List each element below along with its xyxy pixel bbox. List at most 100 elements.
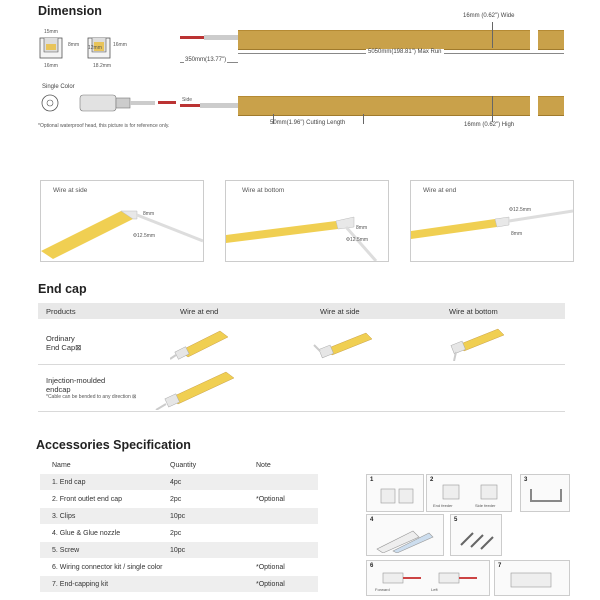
dim-12mm: 12mm bbox=[88, 45, 102, 51]
acc-row-2-qty: 2pc bbox=[170, 496, 182, 503]
panel-label: Wire at end bbox=[423, 187, 457, 194]
acc-row-4-name: 4. Glue & Glue nozzle bbox=[52, 530, 121, 537]
lead-wire-3 bbox=[180, 104, 200, 107]
wide-label: 16mm (0.62") Wide bbox=[463, 13, 515, 19]
thumb-caption: End feeder bbox=[433, 503, 453, 508]
screw-icon bbox=[460, 532, 494, 550]
thumb-caption: Side feeder bbox=[475, 503, 496, 508]
acc-row-7-note: *Optional bbox=[256, 581, 285, 588]
acc-header-name: Name bbox=[52, 462, 71, 469]
row-divider bbox=[38, 410, 565, 412]
thumb-end-cap: 1 bbox=[366, 474, 424, 512]
dim-12-5mm: Φ12.5mm bbox=[133, 233, 156, 239]
thumb-clips: 3 bbox=[520, 474, 570, 512]
thumb-end-capping-kit: 7 bbox=[494, 560, 570, 596]
acc-row-7-name: 7. End-capping kit bbox=[52, 581, 109, 588]
wire-end-drawing bbox=[411, 209, 573, 239]
connector-kit-icon bbox=[382, 572, 477, 584]
dim-16mm: 16mm bbox=[44, 63, 58, 69]
panel-label: Wire at bottom bbox=[242, 187, 285, 194]
acc-row-2-name: 2. Front outlet end cap bbox=[52, 496, 123, 503]
neon-strip-bottom-end bbox=[538, 96, 564, 116]
panel-wire-at-bottom: Wire at bottom 8mm Φ12.5mm bbox=[225, 180, 389, 262]
acc-row-3-name: 3. Clips bbox=[52, 513, 76, 520]
header-wire-end: Wire at end bbox=[180, 307, 219, 316]
ordinary-line1: Ordinary bbox=[46, 334, 75, 343]
injection-line1: Injection-moulded bbox=[46, 376, 106, 385]
acc-row-5-name: 5. Screw bbox=[52, 547, 80, 554]
header-products: Products bbox=[46, 307, 76, 316]
lead-cable bbox=[204, 35, 238, 40]
acc-header-note: Note bbox=[256, 462, 271, 469]
end-cap-icon bbox=[380, 488, 414, 504]
lead-cable-2 bbox=[200, 103, 238, 108]
injection-endcap-img bbox=[155, 371, 235, 410]
endcap-wire-bottom-img bbox=[450, 328, 505, 361]
acc-row-1-qty: 4pc bbox=[170, 479, 182, 486]
thumb-wiring-connector-kit: 6 Forward Left bbox=[366, 560, 490, 596]
thumb-number: 2 bbox=[430, 477, 434, 483]
neon-strip-top-end bbox=[538, 30, 564, 50]
acc-row-bg bbox=[40, 474, 318, 490]
cut-marker-b bbox=[363, 114, 364, 124]
thumb-number: 3 bbox=[524, 477, 528, 483]
outlet-cap-icon bbox=[442, 484, 498, 500]
header-wire-side: Wire at side bbox=[320, 307, 360, 316]
row-divider bbox=[38, 363, 565, 365]
profile-cross-sections bbox=[36, 30, 146, 75]
side-label: Side bbox=[182, 97, 193, 103]
acc-row-bg bbox=[40, 508, 318, 524]
cutting-label: 50mm(1.96") Cutting Length bbox=[270, 120, 346, 126]
endcap-wire-end-img bbox=[170, 330, 229, 360]
acc-row-2-note: *Optional bbox=[256, 496, 285, 503]
acc-row-5-qty: 10pc bbox=[170, 547, 186, 554]
endcap-table-header bbox=[38, 303, 565, 319]
neon-strip-top bbox=[238, 30, 530, 50]
dim-8mm: 8mm bbox=[511, 231, 523, 237]
injection-line2: endcap bbox=[46, 385, 71, 394]
optional-note: *Optional waterproof head, this picture … bbox=[38, 123, 170, 129]
acc-row-3-qty: 10pc bbox=[170, 513, 186, 520]
panel-label: Wire at side bbox=[53, 187, 88, 194]
dim-16mm-b: 16mm bbox=[113, 42, 127, 48]
wide-marker bbox=[492, 22, 493, 48]
dimension-title: Dimension bbox=[38, 4, 102, 18]
acc-header-qty: Quantity bbox=[170, 462, 197, 469]
injection-endcap-label: Injection-moulded endcap bbox=[46, 376, 105, 394]
thumb-number: 5 bbox=[454, 517, 458, 523]
endcap-title: End cap bbox=[38, 282, 87, 296]
header-wire-bottom: Wire at bottom bbox=[449, 307, 498, 316]
acc-row-4-qty: 2pc bbox=[170, 530, 182, 537]
dim-8mm: 8mm bbox=[68, 42, 80, 48]
single-color-label: Single Color bbox=[42, 84, 75, 90]
end-capping-icon bbox=[510, 572, 552, 588]
glue-icon bbox=[376, 530, 434, 553]
lead-wire bbox=[180, 36, 204, 39]
accessories-title: Accessories Specification bbox=[36, 438, 191, 452]
wire-side-drawing bbox=[41, 210, 203, 259]
lead-label: 350mm(13.77") bbox=[184, 57, 228, 63]
thumb-number: 6 bbox=[370, 563, 374, 569]
cut-marker-a bbox=[273, 114, 274, 124]
thumb-number: 7 bbox=[498, 563, 502, 569]
dim-12-5mm: Φ12.5mm bbox=[346, 237, 369, 243]
thumb-screw: 5 bbox=[450, 514, 502, 556]
panel-wire-at-side: Wire at side 8mm Φ12.5mm bbox=[40, 180, 204, 262]
clip-icon bbox=[530, 489, 562, 502]
thumb-number: 1 bbox=[370, 477, 374, 483]
thumb-glue: 4 bbox=[366, 514, 444, 556]
endcap-wire-side-img bbox=[313, 332, 373, 359]
panel-wire-at-end: Wire at end Φ12.5mm 8mm bbox=[410, 180, 574, 262]
neon-strip-bottom bbox=[238, 96, 530, 116]
acc-row-6-note: *Optional bbox=[256, 564, 285, 571]
thumb-number: 4 bbox=[370, 517, 374, 523]
waterproof-connector bbox=[40, 92, 160, 114]
dim-18-2mm: 18.2mm bbox=[93, 63, 112, 69]
thumb-caption: Left bbox=[431, 587, 438, 592]
thumb-front-outlet-end-cap: 2 End feeder Side feeder bbox=[426, 474, 512, 512]
thumb-caption: Forward bbox=[375, 587, 390, 592]
connector-drawing bbox=[41, 94, 155, 112]
dim-15mm: 15mm bbox=[44, 29, 58, 35]
ordinary-endcap-label: Ordinary End Cap⊠ bbox=[46, 334, 81, 352]
dim-12-5mm: Φ12.5mm bbox=[509, 207, 532, 213]
